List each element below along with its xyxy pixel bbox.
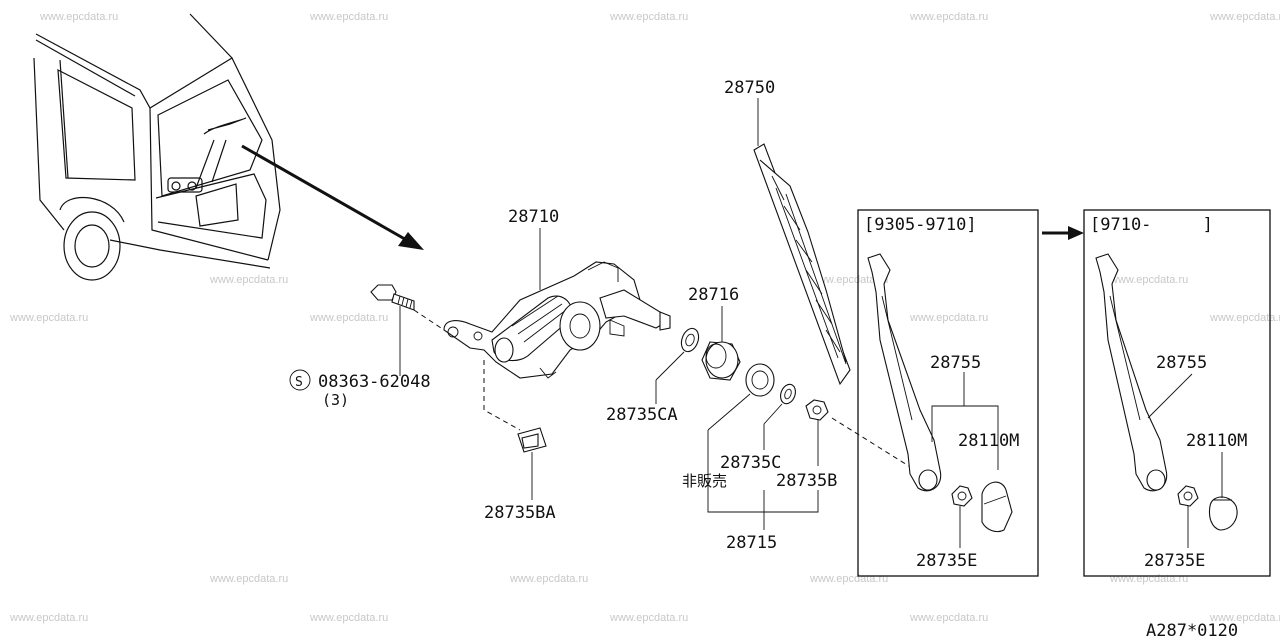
part-label-08363-62048: 08363-62048 xyxy=(318,372,431,392)
part-label-28735E-right: 28735E xyxy=(1144,551,1205,571)
wiper-motor-icon xyxy=(443,261,671,379)
watermark: www.epcdata.ru xyxy=(9,312,88,324)
cap-icon xyxy=(981,481,1013,533)
part-label-28735BA: 28735BA xyxy=(484,503,556,523)
washer-icon xyxy=(680,327,700,353)
watermark: www.epcdata.ru xyxy=(209,573,288,585)
bolt-icon xyxy=(370,284,415,311)
watermark: www.epcdata.ru xyxy=(309,312,388,324)
cap-icon xyxy=(1208,496,1238,531)
leader-28735C xyxy=(763,403,783,425)
bushing-icon xyxy=(745,363,775,397)
part-label-28110M-right: 28110M xyxy=(1186,431,1247,451)
part-label-28755-left: 28755 xyxy=(930,353,981,373)
s-symbol-icon xyxy=(289,369,311,391)
watermark: www.epcdata.ru xyxy=(1109,274,1188,286)
nut-icon xyxy=(1177,485,1199,507)
leader-28755-right xyxy=(1147,373,1193,419)
arrow-icon xyxy=(1042,226,1084,240)
part-label-28710: 28710 xyxy=(508,207,559,227)
range-label-right: [9710- ] xyxy=(1090,215,1213,235)
range-label-left: [9305-9710] xyxy=(864,215,977,235)
part-label-28735CA: 28735CA xyxy=(606,405,678,425)
part-label-28735E-left: 28735E xyxy=(916,551,977,571)
watermark: www.epcdata.ru xyxy=(39,11,118,23)
nut-icon xyxy=(951,485,973,507)
part-label-28735B: 28735B xyxy=(776,471,837,491)
wiper-arm-icon xyxy=(1095,253,1168,492)
watermark: www.epcdata.ru xyxy=(309,612,388,624)
nut-icon xyxy=(805,399,829,421)
not-for-sale-label: 非販売 xyxy=(682,472,727,490)
s-symbol-label: S xyxy=(295,375,303,390)
watermark: www.epcdata.ru xyxy=(609,11,688,23)
watermark: www.epcdata.ru xyxy=(309,11,388,23)
variant-box-9305-9710 xyxy=(857,209,1039,577)
quantity-label: (3) xyxy=(322,391,349,409)
watermark: www.epcdata.ru xyxy=(909,11,988,23)
part-label-28110M-left: 28110M xyxy=(958,431,1019,451)
watermark: www.epcdata.ru xyxy=(1209,612,1280,624)
leader-28715 xyxy=(707,393,751,431)
wiper-blade-icon xyxy=(753,143,851,386)
part-label-28735C: 28735C xyxy=(720,453,781,473)
bracket-28755-28110M-left xyxy=(931,405,999,470)
leader-28735CA xyxy=(655,351,685,381)
watermark: www.epcdata.ru xyxy=(209,274,288,286)
watermark: www.epcdata.ru xyxy=(909,612,988,624)
watermark: www.epcdata.ru xyxy=(609,612,688,624)
watermarks: www.epcdata.ru www.epcdata.ru www.epcdat… xyxy=(9,11,1280,624)
washer-icon xyxy=(780,383,796,405)
bracket-28715 xyxy=(707,430,819,513)
part-label-28755-right: 28755 xyxy=(1156,353,1207,373)
clip-icon xyxy=(517,427,547,453)
bushing-icon xyxy=(701,341,741,381)
arrow-icon xyxy=(241,144,424,250)
watermark: www.epcdata.ru xyxy=(509,573,588,585)
watermark: www.epcdata.ru xyxy=(1109,573,1188,585)
watermark: www.epcdata.ru xyxy=(9,612,88,624)
watermark: www.epcdata.ru xyxy=(909,312,988,324)
wiper-arm-icon xyxy=(867,253,942,492)
watermark: www.epcdata.ru xyxy=(809,274,888,286)
variant-box-9710 xyxy=(1083,209,1271,577)
watermark: www.epcdata.ru xyxy=(809,573,888,585)
watermark: www.epcdata.ru xyxy=(1209,11,1280,23)
watermark: www.epcdata.ru xyxy=(1209,312,1280,324)
diagram-code: A287*0120 xyxy=(1146,621,1238,640)
part-label-28715: 28715 xyxy=(726,533,777,553)
part-label-28716: 28716 xyxy=(688,285,739,305)
part-label-28750: 28750 xyxy=(724,78,775,98)
van-rear-illustration-icon xyxy=(33,13,281,281)
